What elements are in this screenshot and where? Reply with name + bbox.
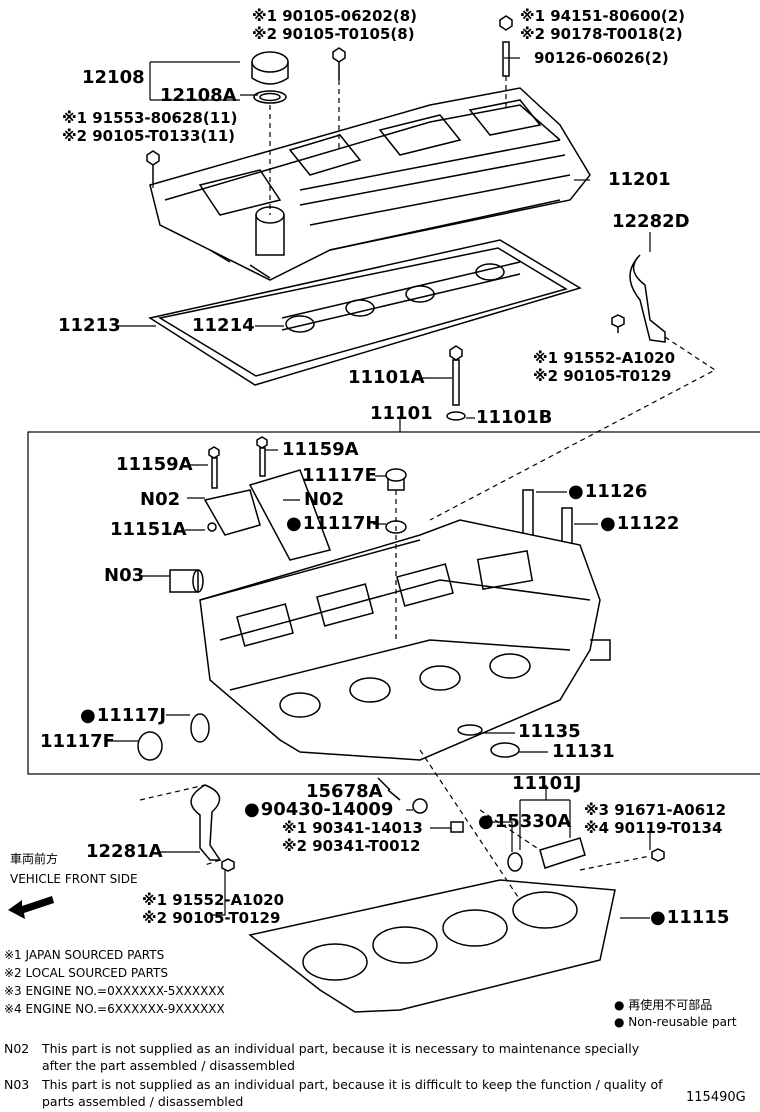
part-label-90430-14009: 90430-14009 (244, 800, 394, 820)
head-cover-gasket-drawing (148, 239, 582, 386)
note-text-n03: This part is not supplied as an individu… (42, 1077, 663, 1109)
part-label-11101B: 11101B (476, 407, 553, 428)
part-label-94151-80600: ※1 94151-80600(2) (520, 7, 685, 25)
figure-id: 115490G (686, 1090, 746, 1105)
part-label-12281A: 12281A (86, 841, 163, 862)
part-label-11126: 11126 (568, 482, 648, 502)
cylinder-head-drawing (199, 519, 611, 761)
part-label-12108A: 12108A (160, 85, 237, 106)
part-label-15330A: 15330A (478, 812, 572, 832)
part-label-N02-left: N02 (140, 489, 181, 510)
part-label-90341-14013: ※1 90341-14013 (282, 819, 423, 837)
legend-engine-no-3: ※3 ENGINE NO.=0XXXXXX-5XXXXXX (4, 984, 225, 998)
part-label-90178-T0018: ※2 90178-T0018(2) (520, 25, 683, 43)
note-code-n02: N02 (4, 1041, 30, 1056)
part-label-11117F: 11117F (40, 731, 115, 752)
part-label-12108: 12108 (82, 67, 145, 88)
part-label-N02-right: N02 (304, 489, 345, 510)
part-label-11101: 11101 (370, 403, 433, 424)
part-label-11117H: 11117H (286, 514, 381, 534)
cylinder-head-cover-drawing (149, 87, 591, 281)
direction-label-en: VEHICLE FRONT SIDE (10, 872, 138, 886)
part-label-91553-80628: ※1 91553-80628(11) (62, 109, 238, 127)
part-label-90119-T0134: ※4 90119-T0134 (584, 819, 723, 837)
direction-label-jp: 車両前方 (10, 852, 59, 866)
part-label-11101J: 11101J (512, 773, 582, 794)
part-label-11131: 11131 (552, 741, 615, 762)
part-label-11201: 11201 (608, 169, 671, 190)
part-label-11135: 11135 (518, 721, 581, 742)
part-label-11115: 11115 (650, 908, 730, 928)
legend-japan-sourced: ※1 JAPAN SOURCED PARTS (4, 948, 165, 962)
part-label-11159A-left: 11159A (116, 454, 193, 475)
part-label-91552-A1020-top: ※1 91552-A1020 (533, 349, 676, 367)
legend-nonreusable-jp: ● 再使用不可部品 (614, 998, 713, 1012)
part-label-90341-T0012: ※2 90341-T0012 (282, 837, 421, 855)
part-label-11151A: 11151A (110, 519, 187, 540)
legend-nonreusable-en: ● Non-reusable part (614, 1015, 737, 1029)
part-label-91671-A0612: ※3 91671-A0612 (584, 801, 727, 819)
part-label-90105-06202: ※1 90105-06202(8) (252, 7, 417, 25)
part-label-91552-A1020-bottom: ※1 91552-A1020 (142, 891, 285, 909)
part-label-90105-T0129-top: ※2 90105-T0129 (533, 367, 672, 385)
part-label-11214: 11214 (192, 315, 255, 336)
part-label-15678A: 15678A (306, 781, 383, 802)
part-label-11122: 11122 (600, 514, 680, 534)
part-label-11213: 11213 (58, 315, 121, 336)
legend-engine-no-4: ※4 ENGINE NO.=6XXXXXX-9XXXXXX (4, 1002, 225, 1016)
front-direction-arrow-drawing (8, 896, 54, 919)
part-label-N03: N03 (104, 565, 145, 586)
note-text-n02: This part is not supplied as an individu… (42, 1041, 640, 1073)
part-label-90105-T0133: ※2 90105-T0133(11) (62, 127, 236, 145)
part-label-90105-T0129-bottom: ※2 90105-T0129 (142, 909, 281, 927)
oil-filler-cap-drawing (251, 51, 289, 104)
head-gasket-drawing (248, 879, 616, 1013)
part-label-12282D: 12282D (612, 211, 690, 232)
part-label-90126-06026: 90126-06026(2) (534, 49, 669, 67)
part-label-11159A-right: 11159A (282, 439, 359, 460)
legend-local-sourced: ※2 LOCAL SOURCED PARTS (4, 966, 168, 980)
part-label-90105-T0105: ※2 90105-T0105(8) (252, 25, 415, 43)
note-code-n03: N03 (4, 1077, 30, 1092)
part-label-11117E: 11117E (302, 465, 377, 486)
part-label-11117J: 11117J (80, 706, 166, 726)
part-label-11101A: 11101A (348, 367, 425, 388)
